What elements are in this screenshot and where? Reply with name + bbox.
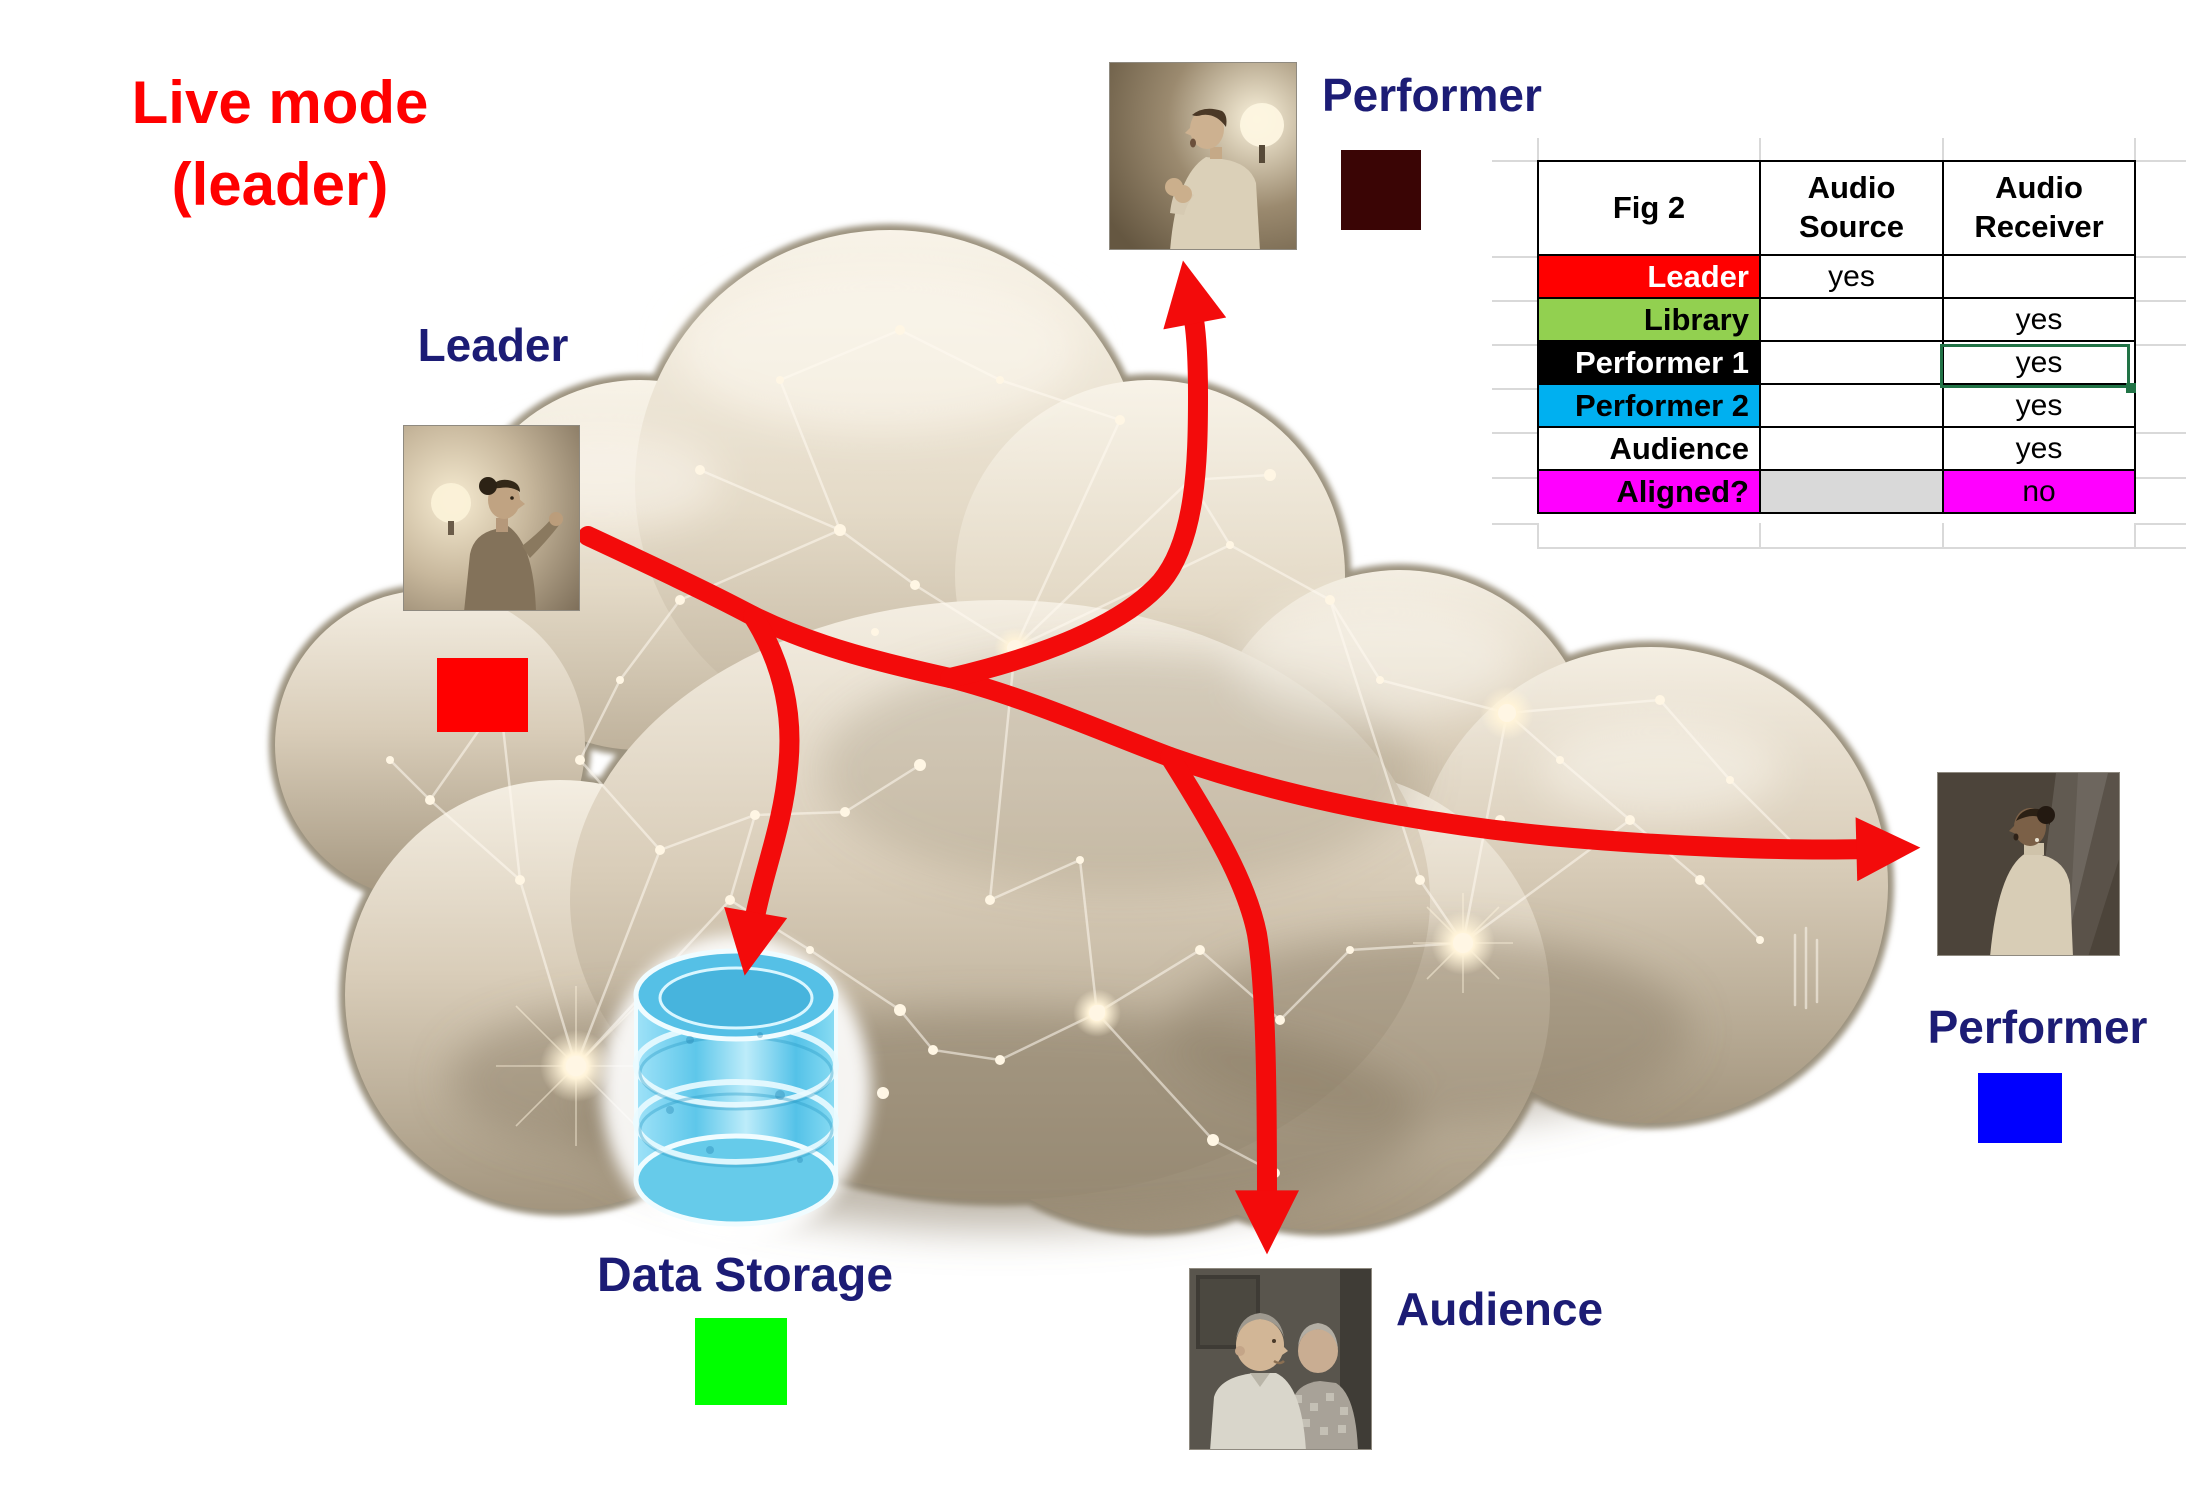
row-label-cell[interactable]: Aligned? xyxy=(1537,469,1761,514)
audio-source-cell[interactable] xyxy=(1759,297,1944,342)
fig2-table: Fig 2 Audio Source Audio Receiver Leader… xyxy=(1537,160,2136,514)
table-row: Audience yes xyxy=(1537,426,2136,471)
arrow-leader-to-performer1 xyxy=(940,260,1227,688)
slide-title-line2: (leader) xyxy=(171,151,389,218)
audio-receiver-cell[interactable]: no xyxy=(1942,469,2136,514)
table-row: Performer 1 yes xyxy=(1537,340,2136,385)
audio-source-cell[interactable] xyxy=(1759,426,1944,471)
selected-cell-outline[interactable] xyxy=(1940,344,2130,388)
arrow-leader-to-datastorage xyxy=(724,606,800,976)
performer2-label: Performer xyxy=(1927,1001,2148,1053)
audio-source-cell[interactable] xyxy=(1759,340,1944,385)
audio-source-cell[interactable] xyxy=(1759,469,1944,514)
performer1-label: Performer xyxy=(1322,69,1542,121)
row-label-cell[interactable]: Leader xyxy=(1537,254,1761,299)
audio-receiver-header-cell[interactable]: Audio Receiver xyxy=(1942,160,2136,256)
table-corner-cell[interactable]: Fig 2 xyxy=(1537,160,1761,256)
row-label-cell[interactable]: Audience xyxy=(1537,426,1761,471)
database-icon xyxy=(601,935,871,1245)
audience-label: Audience xyxy=(1396,1283,1604,1335)
row-label-cell[interactable]: Library xyxy=(1537,297,1761,342)
data-storage-color-swatch xyxy=(695,1318,787,1405)
audio-receiver-cell[interactable] xyxy=(1942,254,2136,299)
selection-fill-handle[interactable] xyxy=(2126,383,2136,393)
leader-label: Leader xyxy=(417,319,569,371)
leader-photo xyxy=(403,425,580,611)
performer1-photo xyxy=(1109,62,1297,250)
row-label-cell[interactable]: Performer 1 xyxy=(1537,340,1761,385)
audience-photo xyxy=(1189,1268,1372,1450)
audio-receiver-cell[interactable]: yes xyxy=(1942,383,2136,428)
audio-source-header-cell[interactable]: Audio Source xyxy=(1759,160,1944,256)
audio-receiver-cell[interactable]: yes xyxy=(1942,297,2136,342)
table-row: Performer 2 yes xyxy=(1537,383,2136,428)
arrow-leader-to-audience xyxy=(1160,747,1299,1255)
performer1-color-swatch xyxy=(1341,150,1421,230)
leader-color-swatch xyxy=(437,658,528,732)
data-storage-label: Data Storage xyxy=(596,1249,894,1302)
audio-source-cell[interactable]: yes xyxy=(1759,254,1944,299)
table-row: Library yes xyxy=(1537,297,2136,342)
row-label-cell[interactable]: Performer 2 xyxy=(1537,383,1761,428)
audio-receiver-cell[interactable]: yes xyxy=(1942,426,2136,471)
table-header-row: Fig 2 Audio Source Audio Receiver xyxy=(1537,160,2136,256)
performer2-color-swatch xyxy=(1978,1073,2062,1143)
table-row: Aligned? no xyxy=(1537,469,2136,514)
audio-receiver-cell[interactable]: yes xyxy=(1942,340,2136,385)
audio-source-cell[interactable] xyxy=(1759,383,1944,428)
slide-title: Live mode (leader) xyxy=(55,62,505,226)
slide-title-line1: Live mode xyxy=(131,69,429,136)
performer2-photo xyxy=(1937,772,2120,956)
